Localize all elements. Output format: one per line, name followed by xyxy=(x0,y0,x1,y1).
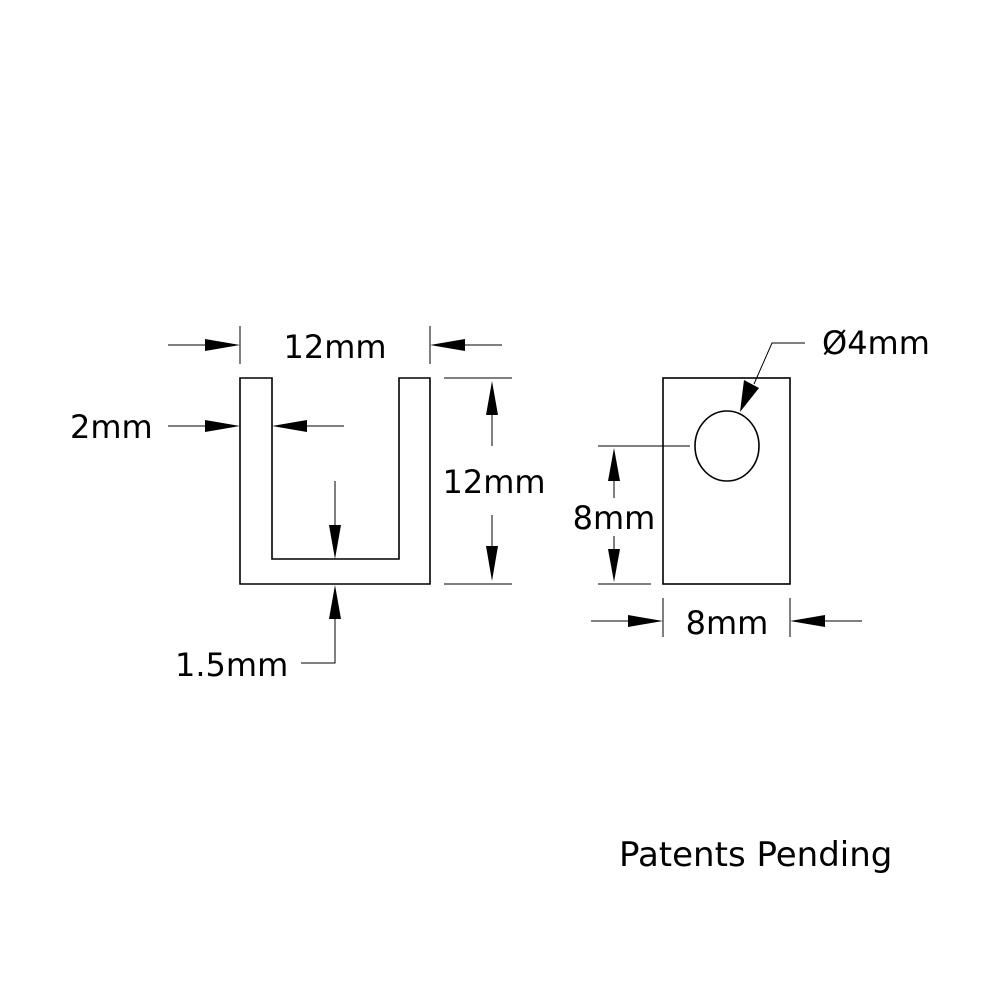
arrow-down xyxy=(608,549,620,582)
arrow-leader xyxy=(740,380,759,412)
side-width-label: 8mm xyxy=(686,604,769,642)
dim-wall-thickness: 2mm xyxy=(70,408,344,446)
base-thickness-label: 1.5mm xyxy=(175,646,288,684)
arrow-right xyxy=(205,339,240,351)
leader-line-bottom xyxy=(301,619,336,664)
leader-line xyxy=(753,342,805,385)
dim-hole-diameter: Ø4mm xyxy=(740,324,930,412)
arrow-down xyxy=(329,525,341,559)
dim-overall-height: 12mm xyxy=(442,377,546,585)
patents-pending-notice: Patents Pending xyxy=(619,835,892,875)
side-view xyxy=(662,377,791,585)
hole-height-label: 8mm xyxy=(573,499,656,537)
wall-thickness-label: 2mm xyxy=(70,408,153,446)
dim-side-width: 8mm xyxy=(591,598,862,642)
overall-height-label: 12mm xyxy=(442,463,545,501)
dim-base-thickness: 1.5mm xyxy=(175,481,341,684)
hole-diameter-label: Ø4mm xyxy=(822,324,930,362)
front-view xyxy=(239,377,431,585)
arrow-right xyxy=(205,420,240,432)
arrow-left xyxy=(430,339,465,351)
arrow-up xyxy=(329,585,341,619)
arrow-left xyxy=(790,615,825,627)
overall-width-label: 12mm xyxy=(283,328,386,366)
dim-overall-width: 12mm xyxy=(168,326,502,366)
side-outline xyxy=(662,377,791,585)
arrow-up xyxy=(608,448,620,481)
mounting-hole xyxy=(694,410,760,482)
arrow-right xyxy=(628,615,663,627)
arrow-left xyxy=(272,420,307,432)
arrow-up xyxy=(486,381,498,415)
dim-hole-height: 8mm xyxy=(573,445,690,585)
u-channel-outline xyxy=(239,377,431,585)
arrow-down xyxy=(486,546,498,581)
